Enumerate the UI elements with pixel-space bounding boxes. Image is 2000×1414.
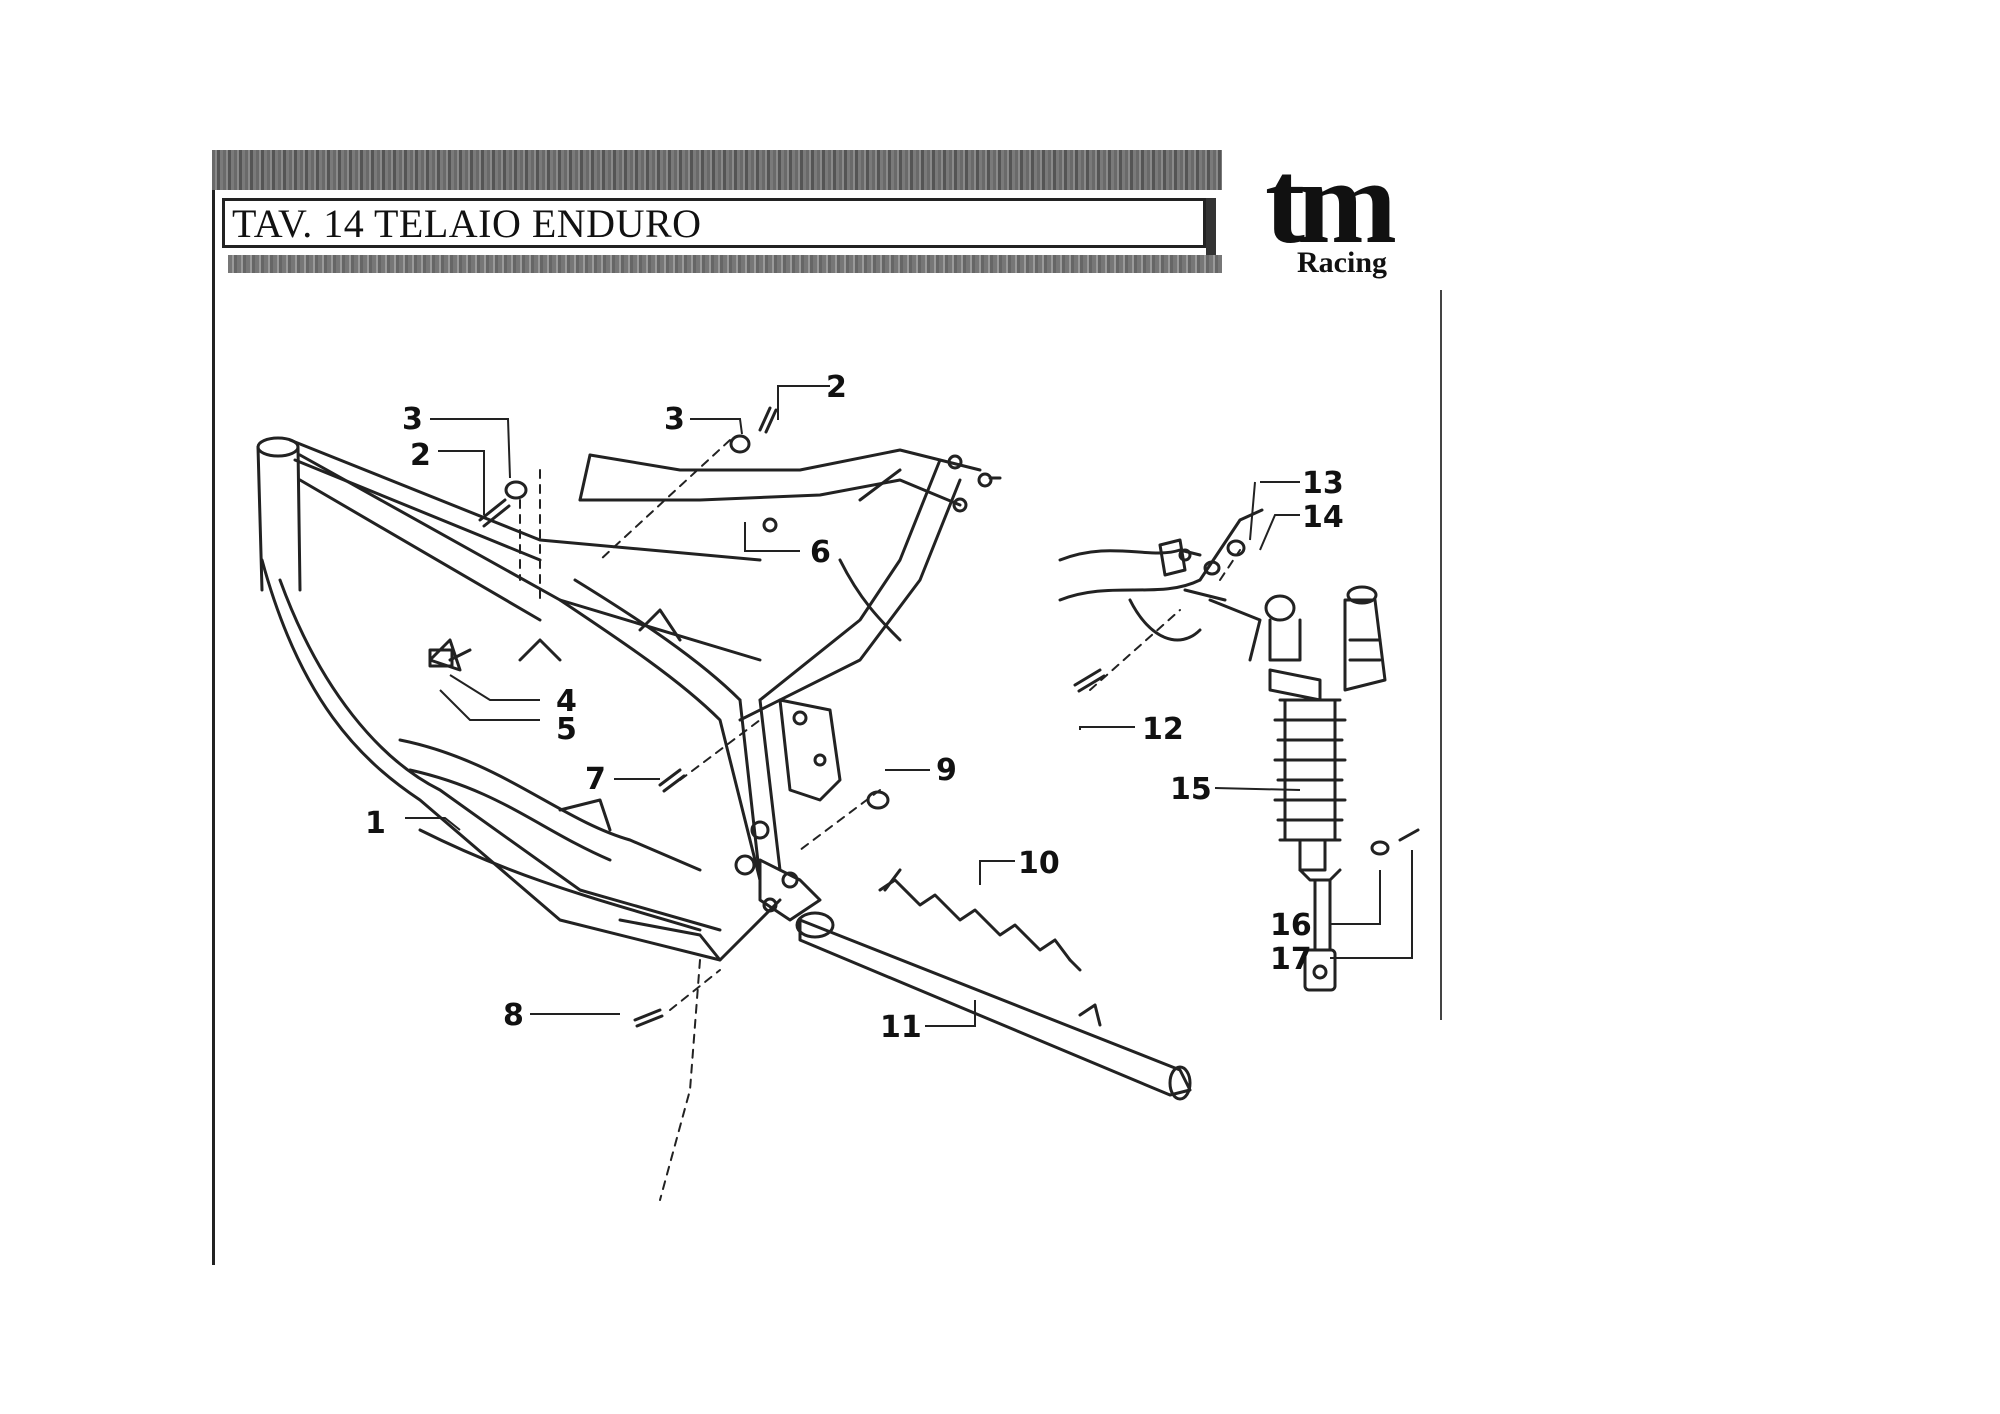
upper-shock-mount: [1058, 508, 1264, 693]
callout-10: 10: [1018, 846, 1060, 881]
side-stand: [795, 911, 1192, 1101]
callout-8: 8: [503, 998, 524, 1033]
logo-subtitle: Racing: [1297, 246, 1387, 279]
callout-13: 13: [1302, 466, 1344, 501]
callout-5: 5: [556, 712, 577, 747]
callout-3-left: 3: [402, 402, 423, 437]
rear-shock: [1264, 585, 1420, 992]
callout-11: 11: [880, 1010, 922, 1045]
callout-2-right: 2: [826, 370, 847, 405]
callout-14: 14: [1302, 500, 1344, 535]
callout-9: 9: [936, 753, 957, 788]
callout-16: 16: [1270, 908, 1312, 943]
frame-main: [256, 436, 842, 962]
callout-2-left: 2: [410, 438, 431, 473]
callout-6: 6: [810, 535, 831, 570]
side-stand-spring: [878, 868, 1082, 972]
tm-racing-logo: tm Racing: [1265, 135, 1435, 282]
title-box-shadow: [1206, 198, 1216, 264]
subframe-rear: [578, 448, 1002, 722]
logo-mark: tm: [1265, 135, 1397, 268]
callout-4: 4: [556, 684, 577, 719]
header-bar-bottom: [228, 255, 1222, 273]
callout-7: 7: [585, 762, 606, 797]
page-border-left: [212, 150, 215, 1265]
page-border-right: [1440, 290, 1442, 1020]
callout-3-right: 3: [664, 402, 685, 437]
header-bar: [212, 150, 1222, 190]
callout-15: 15: [1170, 772, 1212, 807]
callout-12: 12: [1142, 712, 1184, 747]
callout-1: 1: [365, 806, 386, 841]
page-title: TAV. 14 TELAIO ENDURO: [232, 201, 702, 246]
title-box: [222, 198, 1206, 248]
callout-17: 17: [1270, 942, 1312, 977]
